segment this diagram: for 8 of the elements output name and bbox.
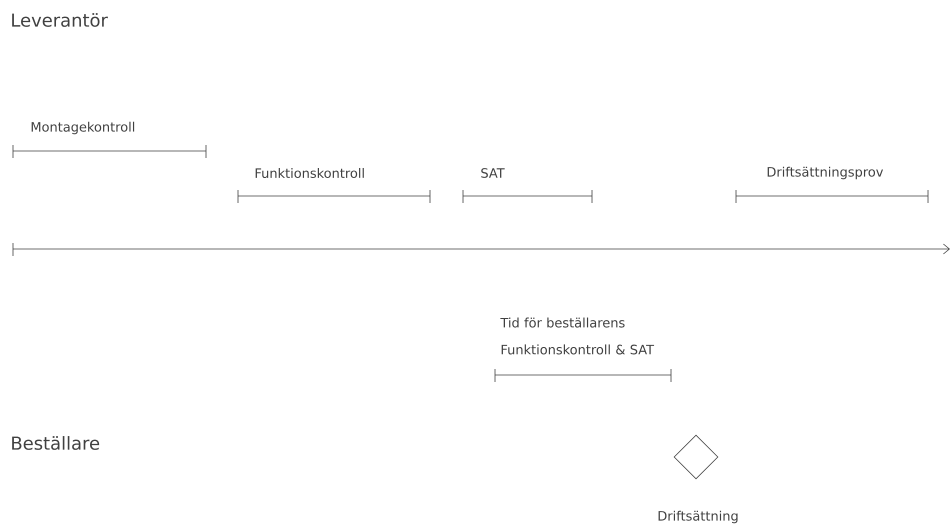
interval-label: Montagekontroll xyxy=(32,122,134,134)
interval-label: Funktionskontroll xyxy=(256,168,364,178)
milestone-label: Driftsättning xyxy=(658,510,738,524)
interval-label: SAT xyxy=(481,168,505,178)
interval-label: Tid för beställarens Funktionskontroll & SAT xyxy=(500,318,654,354)
lane-label: Leverantör xyxy=(12,13,108,27)
interval-label: Driftsättningsprov xyxy=(768,166,884,180)
lane-label: Beställare xyxy=(12,436,100,450)
